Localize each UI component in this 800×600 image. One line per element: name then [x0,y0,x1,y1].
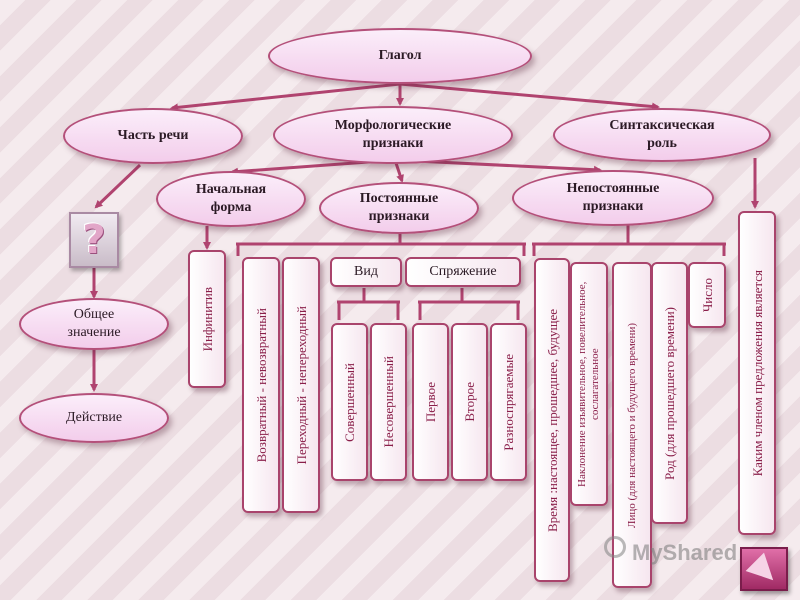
question-mark-glyph: ? [82,217,106,263]
box-transitive-label: Переходный - непереходный [293,305,309,465]
node-initial-form-label: Начальная форма [195,182,267,215]
box-imperfective: Несовершенный [370,323,407,481]
box-aspect: Вид [330,257,402,287]
box-irregular-conjugation-label: Разноспрягаемые [501,353,516,451]
box-person-label: Лицо (для настоящего и будущего времени) [625,322,638,528]
root-node-verb: Глагол [268,28,532,84]
watermark-text: MyShared [632,540,738,565]
node-general-meaning: Общее значение [19,298,169,350]
box-irregular-conjugation: Разноспрягаемые [490,323,527,481]
box-imperfective-label: Несовершенный [381,356,396,448]
box-conjugation: Спряжение [405,257,521,287]
watermark-logo-icon [604,536,626,558]
node-general-meaning-label: Общее значение [67,307,121,340]
root-label: Глагол [378,48,422,63]
box-number-label: Число [699,277,715,313]
box-transitive: Переходный - непереходный [282,257,320,513]
node-syntax-role-label: Синтаксическая роль [609,118,715,151]
node-variable-features-label: Непостоянные признаки [566,181,660,214]
box-number: Число [688,262,726,328]
question-mark-icon: ? [69,212,119,268]
box-gender: Род (для прошедшего времени) [651,262,688,524]
node-morph-features-label: Морфологические признаки [334,118,452,151]
box-perfective-label: Совершенный [342,362,357,442]
box-reflexive: Возвратный - невозвратный [242,257,280,513]
node-part-of-speech-label: Часть речи [117,128,189,143]
box-reflexive-label: Возвратный - невозвратный [253,307,269,463]
node-initial-form: Начальная форма [156,171,306,227]
box-first-conjugation: Первое [412,323,449,481]
box-gender-label: Род (для прошедшего времени) [662,306,677,480]
box-aspect-label: Вид [354,264,378,279]
node-constant-features: Постоянные признаки [319,182,479,234]
box-perfective: Совершенный [331,323,368,481]
node-action: Действие [19,393,169,443]
node-syntax-role: Синтаксическая роль [553,108,771,162]
box-mood-label: Наклонение изъявительное, повелительное,… [576,281,601,487]
box-mood: Наклонение изъявительное, повелительное,… [570,262,608,506]
box-conjugation-label: Спряжение [429,264,497,279]
box-tense-label: Время :настоящее, прошедшее, будущее [544,308,560,532]
node-action-label: Действие [65,410,123,425]
node-part-of-speech: Часть речи [63,108,243,164]
box-sentence-member-label: Каким членом предложения является [749,269,765,477]
next-slide-button[interactable] [740,547,788,591]
arrow-icon [745,552,783,590]
box-infinitive-label: Инфинитив [199,286,215,352]
node-morph-features: Морфологические признаки [273,106,513,164]
box-second-conjugation: Второе [451,323,488,481]
box-sentence-member: Каким членом предложения является [738,211,776,535]
box-second-conjugation-label: Второе [462,382,477,422]
box-infinitive: Инфинитив [188,250,226,388]
node-variable-features: Непостоянные признаки [512,170,714,226]
box-first-conjugation-label: Первое [423,381,438,423]
box-tense: Время :настоящее, прошедшее, будущее [534,258,570,582]
node-constant-features-label: Постоянные признаки [359,191,439,224]
